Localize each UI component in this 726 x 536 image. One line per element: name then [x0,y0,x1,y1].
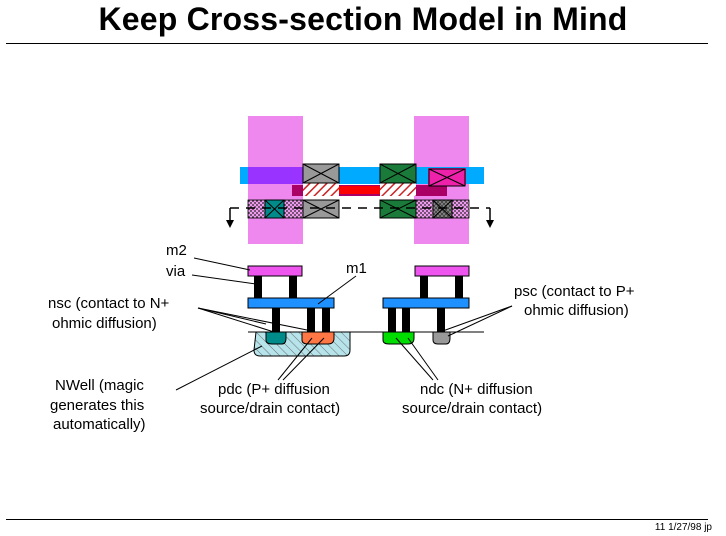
via-left-a [254,276,262,298]
label-nwell-line2: generates this [50,397,144,414]
label-nwell-line1: NWell (magic [55,377,144,394]
m2-right [414,265,470,277]
m1-left [247,297,335,309]
poly-hatch-left [303,182,339,196]
cut-arrowhead-right [486,220,494,228]
layout-top-view [226,116,494,244]
cut-arrowhead-left [226,220,234,228]
via-cell-mid [379,163,417,184]
leader-lines [175,257,513,391]
label-psc-line2: ohmic diffusion) [524,302,629,319]
via-cell-left [302,163,340,184]
cross-section [247,265,484,357]
label-nwell-line3: automatically) [53,416,146,433]
pdc-diffusion [301,331,335,345]
contact-ndc-b [402,308,410,332]
m1-right [382,297,470,309]
contact-ndc-a [388,308,396,332]
psc-diffusion [432,331,451,345]
label-via: via [166,263,186,280]
contact-nsc [272,308,280,332]
slide-footer: 11 1/27/98 jp [654,522,712,533]
poly-hatch-right [380,182,416,196]
m2-bar-purple [248,167,303,184]
poly-strip [303,186,415,194]
contact-pdc-a [307,308,315,332]
label-ndc-line2: source/drain contact) [402,400,542,417]
label-pdc-line1: pdc (P+ diffusion [218,381,330,398]
footer-rule [6,519,708,520]
pdc-cell [302,199,340,219]
label-psc-line1: psc (contact to P+ [514,283,635,300]
via-right-a [420,276,428,298]
label-pdc-line2: source/drain contact) [200,400,340,417]
contact-pdc-b [322,308,330,332]
label-ndc-line1: ndc (N+ diffusion [420,381,533,398]
label-nsc-line1: nsc (contact to N+ [48,295,170,312]
nsc-diffusion [265,331,287,345]
title-rule [6,43,708,44]
psc-cell [432,199,453,219]
slide-title: Keep Cross-section Model in Mind [98,1,628,37]
via-left-b [289,276,297,298]
via-right-b [455,276,463,298]
via-cell-right [428,168,466,187]
label-m1: m1 [346,260,367,277]
nsc-cell [264,199,285,219]
label-m2: m2 [166,242,187,259]
ndc-cell [379,199,417,219]
label-nsc-line2: ohmic diffusion) [52,315,157,332]
m2-left [247,265,303,277]
contact-psc [437,308,445,332]
ndc-diffusion [382,331,415,345]
